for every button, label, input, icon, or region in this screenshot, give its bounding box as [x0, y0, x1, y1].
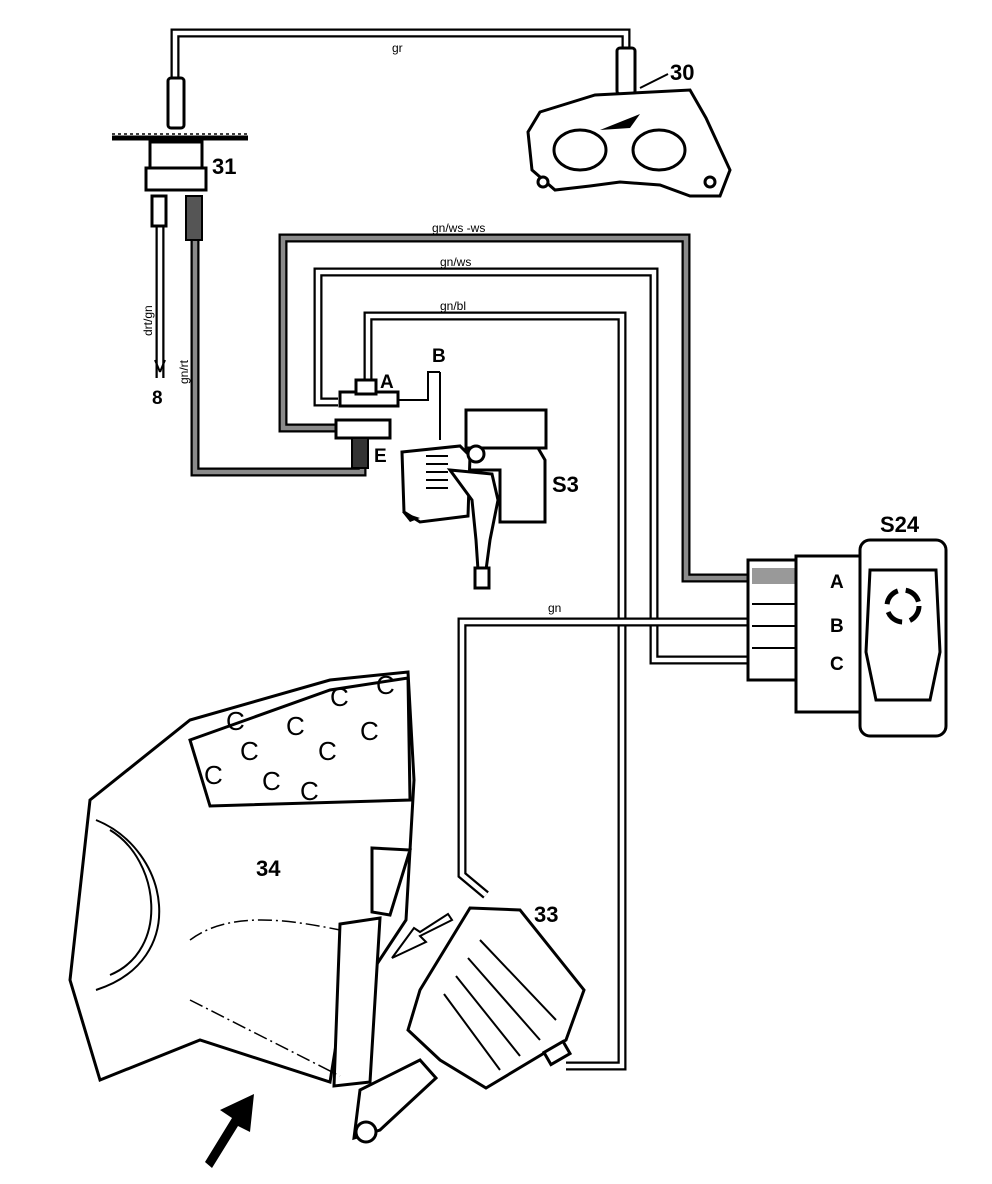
wire-gn-bl: gn/bl	[440, 299, 466, 313]
label-34: 34	[256, 856, 281, 881]
airflow-arrow-in	[205, 1094, 254, 1168]
switch-port-c: C	[830, 654, 844, 675]
filter-mark: C	[204, 760, 223, 790]
connector-31	[112, 76, 248, 373]
wire-gn-rt: gn/rt	[177, 359, 191, 384]
wire-gn-ws: gn/ws	[440, 255, 471, 269]
valve-port-e: E	[374, 446, 387, 467]
flap-actuator-33	[352, 906, 586, 1144]
wire-gn: gn	[548, 601, 561, 615]
switch-port-a: A	[830, 572, 844, 593]
label-s3: S3	[552, 472, 579, 497]
filter-mark: C	[240, 736, 259, 766]
filter-mark: C	[262, 766, 281, 796]
filter-mark: C	[226, 706, 245, 736]
vacuum-valve	[334, 371, 441, 469]
filter-mark: C	[376, 670, 395, 700]
intake-flange-30	[526, 46, 732, 198]
airflow-arrow-flap	[391, 912, 454, 959]
marker-8: 8	[152, 388, 163, 409]
switch-s24	[746, 538, 948, 738]
label-30: 30	[670, 60, 694, 85]
label-31: 31	[212, 154, 236, 179]
filter-mark: C	[318, 736, 337, 766]
switch-port-b: B	[830, 616, 844, 637]
wire-drt-gn: drt/gn	[141, 305, 155, 336]
valve-port-b: B	[432, 346, 446, 367]
filter-mark: C	[360, 716, 379, 746]
wire-gr: gr	[392, 41, 403, 55]
filter-mark: C	[330, 682, 349, 712]
filter-mark: C	[300, 776, 319, 806]
wire-gn-ws-ws: gn/ws -ws	[432, 221, 485, 235]
air-intake-34	[68, 670, 416, 1088]
label-s24: S24	[880, 512, 920, 537]
actuator-s3	[400, 408, 548, 590]
filter-mark: C	[286, 711, 305, 741]
vacuum-lines	[155, 28, 752, 1071]
label-33: 33	[534, 902, 558, 927]
valve-port-a: A	[380, 372, 394, 393]
